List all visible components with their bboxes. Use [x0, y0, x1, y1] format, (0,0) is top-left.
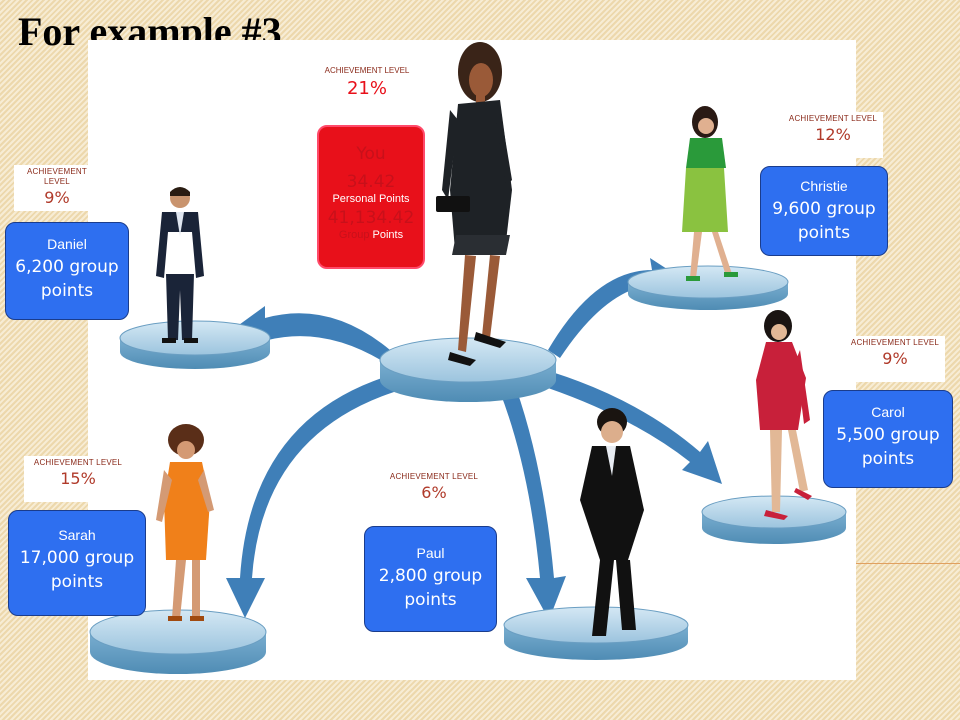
- platform-disc-icon: [379, 337, 557, 402]
- sarah-achievement-percent: 15%: [60, 469, 96, 488]
- carol-achievement-box: ACHIEVEMENT LEVEL 9%: [845, 336, 945, 382]
- daniel-achievement-label: ACHIEVEMENT LEVEL: [27, 167, 87, 186]
- you-group-value: 41,134.42: [327, 208, 415, 228]
- person-carol-figure-icon: [756, 310, 812, 520]
- arrow-icon: [500, 388, 566, 620]
- person-paul-figure-icon: [580, 408, 644, 636]
- christie-achievement-box: ACHIEVEMENT LEVEL 12%: [783, 112, 883, 158]
- carol-achievement-percent: 9%: [882, 349, 908, 368]
- sarah-card: Sarah 17,000 group points: [8, 510, 146, 616]
- daniel-points: 6,200 group points: [15, 257, 119, 301]
- daniel-achievement-box: ACHIEVEMENT LEVEL 9%: [14, 165, 100, 211]
- carol-name: Carol: [871, 404, 905, 420]
- sarah-points: 17,000 group points: [19, 548, 135, 592]
- arrow-icon: [548, 372, 722, 484]
- paul-name: Paul: [416, 545, 445, 561]
- sarah-achievement-box: ACHIEVEMENT LEVEL 15%: [24, 456, 132, 502]
- platform-disc-icon: [119, 320, 271, 369]
- paul-card: Paul 2,800 group points: [364, 526, 497, 632]
- person-daniel-figure-icon: [156, 187, 204, 343]
- daniel-achievement-percent: 9%: [44, 188, 70, 207]
- paul-points: 2,800 group points: [378, 566, 483, 610]
- paul-achievement-label: ACHIEVEMENT LEVEL: [389, 472, 479, 481]
- you-achievement-box: ACHIEVEMENT LEVEL 21%: [324, 66, 410, 99]
- christie-points: 9,600 group points: [772, 199, 876, 243]
- sarah-achievement-label: ACHIEVEMENT LEVEL: [33, 458, 123, 467]
- paul-achievement-percent: 6%: [421, 483, 447, 502]
- arrow-icon: [226, 376, 394, 618]
- you-personal-label: Personal Points: [332, 193, 410, 205]
- platform-disc-icon: [89, 609, 267, 674]
- you-name: You: [356, 144, 386, 164]
- carol-card: Carol 5,500 group points: [823, 390, 953, 488]
- you-achievement-percent: 21%: [346, 78, 387, 99]
- christie-name: Christie: [800, 178, 848, 194]
- you-card: You 34.42 Personal Points 41,134.42 Grou…: [317, 125, 425, 269]
- daniel-card: Daniel 6,200 group points: [5, 222, 129, 320]
- you-achievement-label: ACHIEVEMENT LEVEL: [324, 66, 410, 75]
- accent-rule: [856, 563, 960, 564]
- person-sarah-figure-icon: [156, 424, 214, 621]
- arrow-icon: [232, 306, 390, 362]
- you-personal-value: 34.42: [346, 172, 396, 192]
- you-points-label: Points: [372, 229, 404, 241]
- sarah-name: Sarah: [58, 527, 96, 543]
- carol-points: 5,500 group points: [836, 425, 940, 469]
- person-you-figure-icon: [436, 42, 512, 366]
- person-christie-figure-icon: [682, 106, 738, 281]
- you-group-word: Group: [338, 229, 370, 241]
- christie-achievement-percent: 12%: [815, 125, 851, 144]
- christie-card: Christie 9,600 group points: [760, 166, 888, 256]
- you-group-line: Group Points: [319, 229, 423, 241]
- paul-achievement-box: ACHIEVEMENT LEVEL 6%: [384, 470, 484, 518]
- daniel-name: Daniel: [47, 236, 87, 252]
- carol-achievement-label: ACHIEVEMENT LEVEL: [850, 338, 940, 347]
- platform-disc-icon: [627, 265, 789, 310]
- christie-achievement-label: ACHIEVEMENT LEVEL: [788, 114, 878, 123]
